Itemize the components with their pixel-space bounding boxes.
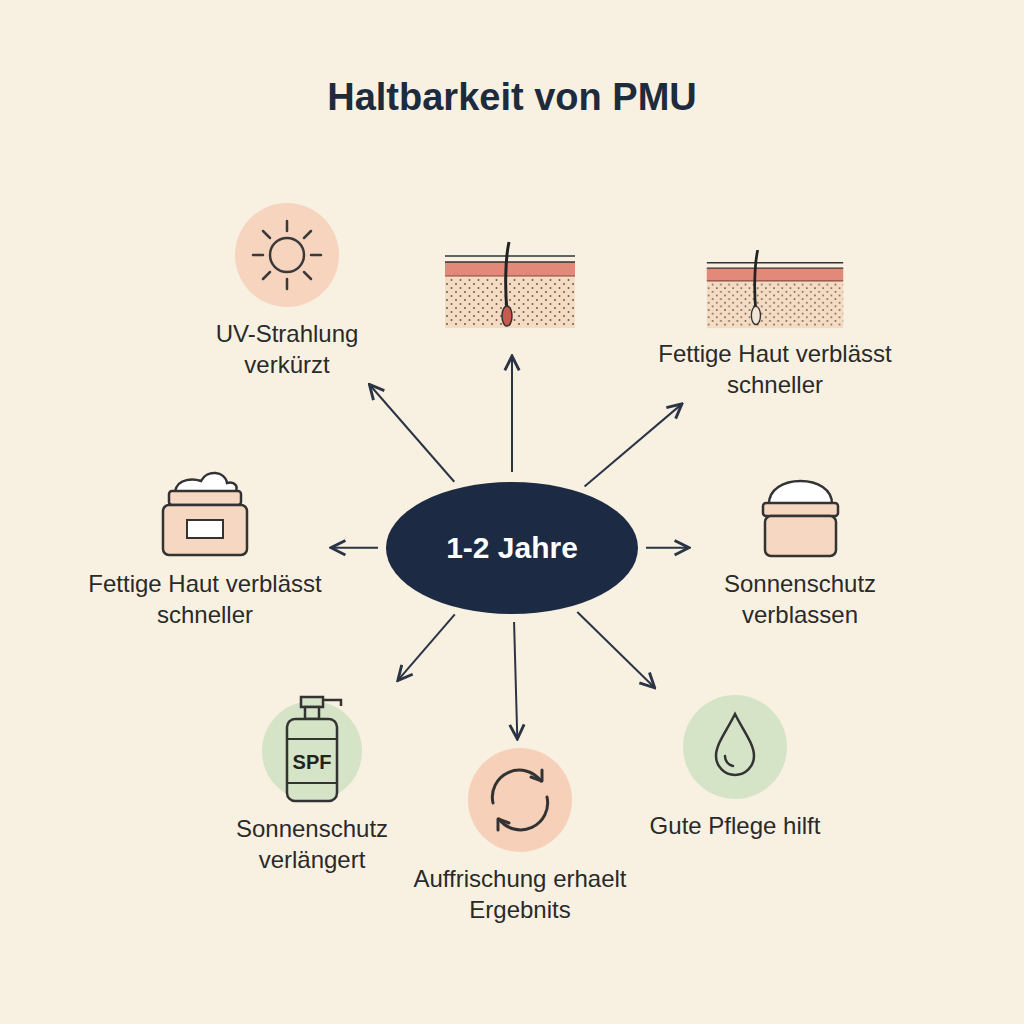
factor-label: Sonnenschutz verblassen <box>695 568 905 630</box>
factor-item: Auffrischung erhaelt Ergebnits <box>410 745 630 925</box>
factor-item: Fettige Haut verblässt schneller <box>650 250 900 400</box>
connector-arrow <box>331 547 378 549</box>
factor-item: Sonnenschutz verblassen <box>695 465 905 630</box>
skin-icon <box>700 250 850 330</box>
jarA-icon <box>155 465 255 560</box>
drop-icon <box>680 692 790 802</box>
connector-arrow <box>514 622 517 739</box>
connector-arrow <box>585 404 682 487</box>
factor-label: Sonnenschutz verlängert <box>192 813 432 875</box>
connector-arrow <box>577 612 654 688</box>
skin-icon <box>445 242 575 328</box>
duration-ellipse: 1-2 Jahre <box>384 480 640 616</box>
factor-label: Auffrischung erhaelt Ergebnits <box>410 863 630 925</box>
duration-text: 1-2 Jahre <box>446 531 578 565</box>
connector-arrow <box>398 614 455 680</box>
sun-icon <box>232 200 342 310</box>
factor-label: Gute Pflege hilft <box>620 810 850 841</box>
connector-arrow <box>369 385 454 482</box>
factor-item: UV-Strahlung verkürzt <box>172 200 402 380</box>
factor-item: Sonnenschutz verlängert <box>192 685 432 875</box>
connector-arrow <box>646 547 689 549</box>
leader-arrow <box>511 356 513 472</box>
cycle-icon <box>465 745 575 855</box>
factor-label: UV-Strahlung verkürzt <box>172 318 402 380</box>
bottle-label: SPF <box>293 751 332 774</box>
jarB-icon <box>753 465 848 560</box>
factor-label: Fettige Haut verblässt schneller <box>85 568 325 630</box>
factor-item: Gute Pflege hilft <box>620 692 850 841</box>
bottle-icon <box>257 685 367 805</box>
diagram-title: Haltbarkeit von PMU <box>0 76 1024 119</box>
factor-item: Fettige Haut verblässt schneller <box>85 465 325 630</box>
factor-label: Fettige Haut verblässt schneller <box>650 338 900 400</box>
